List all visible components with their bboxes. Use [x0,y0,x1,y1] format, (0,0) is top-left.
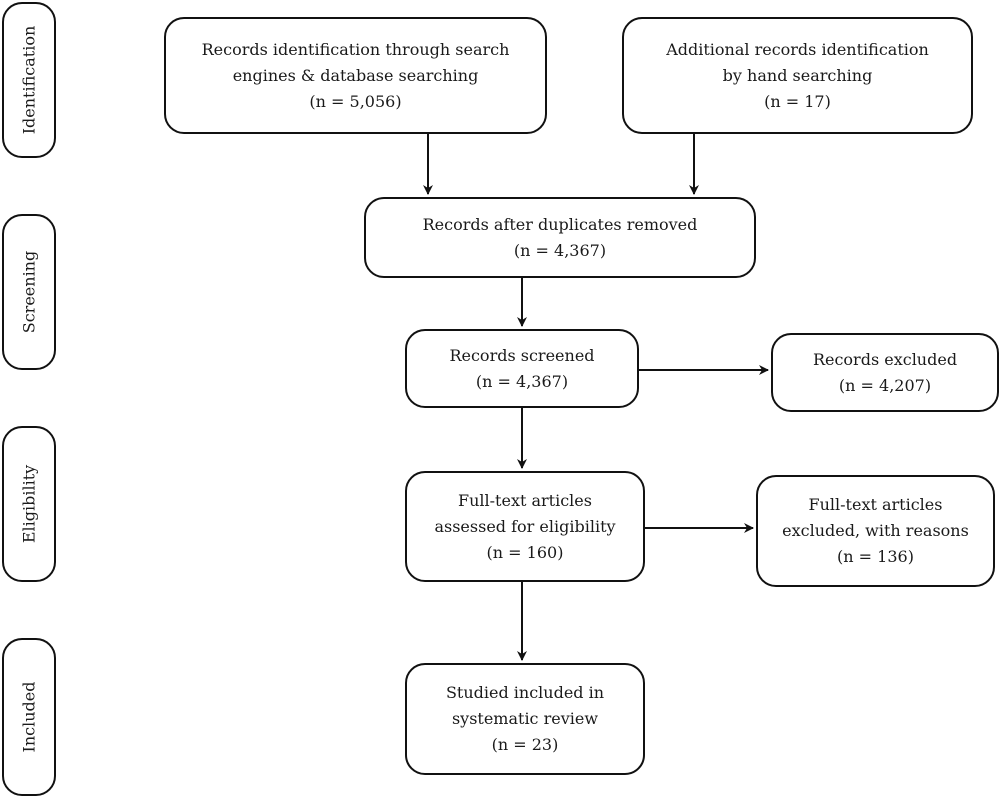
box-count: (n = 5,056) [309,91,402,111]
box-count: (n = 4,367) [475,371,569,391]
box-hand-records: Additional records identification by han… [622,17,973,134]
box-search-records: Records identification through search en… [164,17,547,134]
box-count: (n = 136) [837,547,914,566]
box-line: Full-text articles [458,490,592,510]
box-line: systematic review [451,709,599,728]
box-line: assessed for eligibility [434,516,616,536]
box-line: Studied included in [445,683,605,702]
box-line: Records identification through search [201,39,510,59]
stage-screening: Screening [2,214,56,370]
box-line: engines & database searching [232,65,479,85]
box-count: (n = 160) [486,542,564,562]
box-line: excluded, with reasons [782,521,969,540]
box-duplicates-removed: Records after duplicates removed (n = 4,… [364,197,756,278]
stage-eligibility: Eligibility [2,426,56,582]
box-line: Records after duplicates removed [422,214,698,234]
box-count: (n = 23) [491,735,559,754]
box-included: Studied included in systematic review (n… [405,663,645,775]
box-line: Records excluded [812,349,958,369]
box-count: (n = 17) [764,91,831,111]
box-line: Full-text articles [808,495,943,514]
box-line: Additional records identification [666,39,929,59]
stage-included: Included [2,638,56,796]
stage-identification: Identification [2,2,56,158]
box-line: by hand searching [722,65,873,85]
box-screened: Records screened (n = 4,367) [405,329,639,408]
box-line: Records screened [449,345,595,365]
box-count: (n = 4,207) [838,375,932,395]
box-fulltext-assessed: Full-text articles assessed for eligibil… [405,471,645,582]
box-excluded: Records excluded (n = 4,207) [771,333,999,412]
box-count: (n = 4,367) [513,240,607,260]
box-fulltext-excluded: Full-text articles excluded, with reason… [756,475,995,587]
